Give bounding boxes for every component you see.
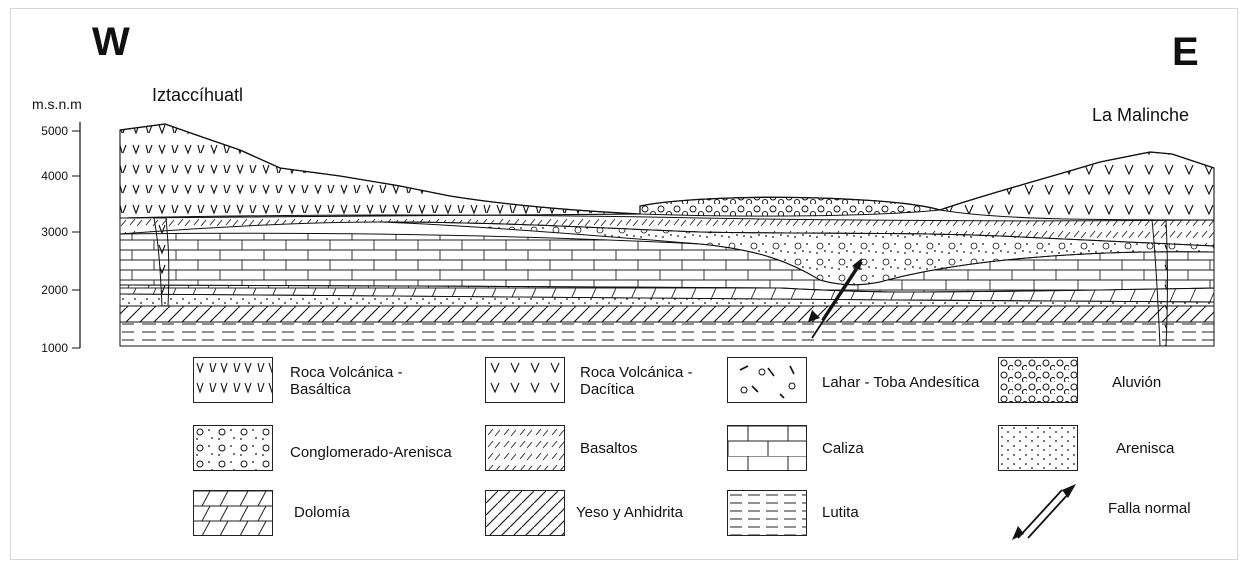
legend-label-roca-basaltica: Roca Volcánica -Basáltica: [290, 364, 403, 399]
legend-swatch-roca-dacitica: [485, 357, 565, 403]
legend-label-yeso: Yeso y Anhidrita: [576, 504, 683, 521]
legend-swatch-arenisca: [998, 425, 1078, 471]
legend-label-arenisca: Arenisca: [1116, 440, 1174, 457]
legend-swatch-lahar: [727, 357, 807, 403]
legend-swatch-lutita: [727, 490, 807, 536]
geologic-cross-section: [0, 0, 1248, 360]
legend-swatch-aluvion: [998, 357, 1078, 403]
legend-swatch-dolomia: [193, 490, 273, 536]
legend-swatch-basaltos: [485, 425, 565, 471]
legend-swatch-yeso: [485, 490, 565, 536]
legend-label-aluvion: Aluvión: [1112, 374, 1161, 391]
legend-label-basaltos: Basaltos: [580, 440, 638, 457]
legend-label-roca-dacitica: Roca Volcánica -Dacítica: [580, 364, 693, 399]
legend-label-conglomerado: Conglomerado-Arenisca: [290, 444, 452, 461]
legend-label-dolomia: Dolomía: [294, 504, 350, 521]
legend-swatch-falla: [1010, 480, 1082, 542]
legend-label-falla: Falla normal: [1108, 500, 1191, 517]
legend-swatch-conglomerado: [193, 425, 273, 471]
legend-label-caliza: Caliza: [822, 440, 864, 457]
legend-swatch-roca-basaltica: [193, 357, 273, 403]
legend-label-lahar: Lahar - Toba Andesítica: [822, 374, 979, 391]
legend-swatch-caliza: [727, 425, 807, 471]
legend-label-lutita: Lutita: [822, 504, 859, 521]
